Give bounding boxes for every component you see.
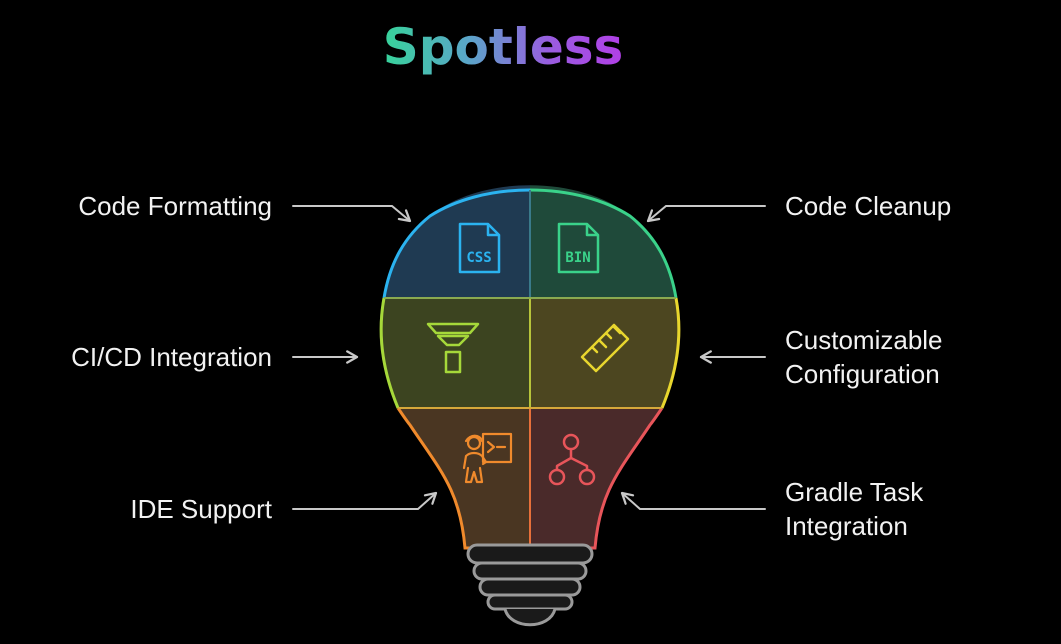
base-tip	[503, 608, 557, 627]
label-gradle-task-integration-line1: Gradle Task	[785, 477, 924, 507]
label-customizable-configuration-line2: Configuration	[785, 359, 940, 389]
presenter-terminal-icon	[462, 432, 513, 484]
css-icon-text: CSS	[466, 250, 491, 266]
label-customizable-configuration-line1: Customizable	[785, 325, 943, 355]
workflow-tree-icon	[548, 433, 596, 486]
base-ring-4	[486, 593, 574, 611]
funnel-icon	[426, 322, 480, 374]
label-gradle-task-integration-line2: Integration	[785, 511, 908, 541]
outline-customizable-configuration	[660, 297, 681, 409]
outline-code-formatting	[382, 188, 531, 299]
label-cicd-integration: CI/CD Integration	[71, 342, 272, 372]
outline-ide-support	[396, 407, 530, 550]
arrow-ide-support	[292, 491, 438, 510]
ruler-icon	[580, 323, 630, 373]
section-code-formatting	[379, 185, 530, 298]
base-ring-1	[466, 543, 594, 565]
label-ide-support: IDE Support	[130, 494, 272, 524]
bin-file-icon: BIN	[557, 222, 600, 274]
outline-cicd-integration	[379, 297, 400, 409]
page-title: Spotless	[383, 18, 624, 76]
label-code-cleanup: Code Cleanup	[785, 191, 951, 221]
outline-gradle-task-integration	[530, 407, 664, 550]
arrow-code-formatting	[292, 205, 412, 223]
arrow-gradle-task-integration	[620, 491, 766, 510]
css-file-icon: CSS	[458, 222, 501, 274]
bulb-base	[466, 543, 594, 627]
bulb-outline	[379, 188, 681, 550]
base-ring-3	[478, 577, 582, 597]
outline-code-cleanup	[529, 188, 678, 299]
label-code-formatting: Code Formatting	[78, 191, 272, 221]
section-customizable-configuration	[530, 298, 681, 408]
bin-icon-text: BIN	[565, 250, 590, 266]
connector-arrows	[292, 205, 766, 510]
arrow-code-cleanup	[646, 205, 766, 223]
base-ring-2	[472, 561, 588, 581]
section-code-cleanup	[530, 185, 681, 298]
